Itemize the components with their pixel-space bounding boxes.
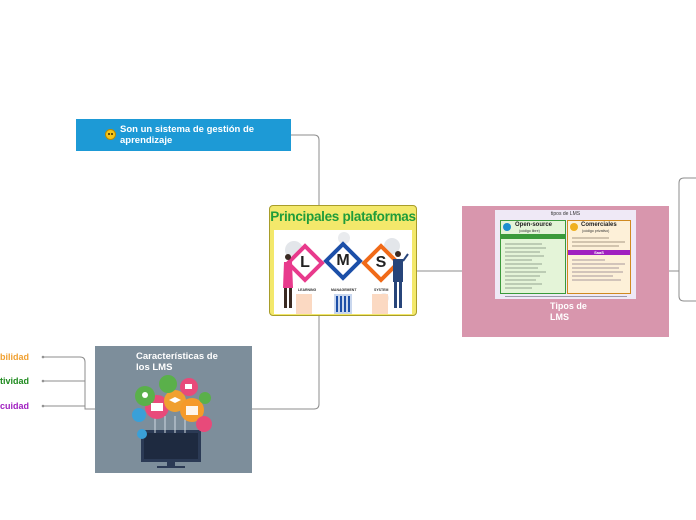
- icon-bubble-blue-2: [137, 429, 147, 439]
- commercial-subtitle: (código privativo): [582, 229, 610, 233]
- lms-types-infographic: tipos de LMS Open-source (código libre) …: [495, 210, 636, 299]
- open-source-column: Open-source (código libre): [500, 220, 566, 294]
- globe-icon: [503, 223, 511, 231]
- coin-icon: [570, 223, 578, 231]
- letter-m: M: [336, 252, 350, 269]
- open-source-subtitle: (código libre): [519, 229, 540, 233]
- central-topic-node[interactable]: Principales plataformas L M S LEARNING M…: [269, 205, 417, 316]
- definition-label: Son un sistema de gestión de aprendizaje: [120, 124, 255, 146]
- connector-to-adaptability: [43, 356, 95, 410]
- letter-l: L: [300, 254, 310, 271]
- open-source-title: Open-source: [515, 222, 553, 228]
- central-topic-title: Principales plataformas: [270, 209, 416, 224]
- lms-illustration: L M S LEARNING MANAGEMENT SYSTEM: [274, 230, 412, 314]
- letter-s: S: [375, 254, 387, 271]
- connector-center-to-definition: [291, 134, 320, 205]
- infographic-title: tipos de LMS: [550, 211, 581, 217]
- commercial-text-lines: [572, 237, 625, 247]
- interactivity-label[interactable]: tividad: [0, 376, 30, 386]
- continuity-label[interactable]: cuidad: [0, 401, 30, 411]
- characteristics-node[interactable]: Características de los LMS: [95, 346, 252, 473]
- subword-learning: LEARNING: [298, 288, 317, 292]
- elearning-illustration: [132, 375, 212, 468]
- lms-types-label: Tipos de LMS: [550, 301, 587, 322]
- characteristics-label: Características de los LMS: [136, 351, 218, 373]
- open-source-text-lines: [505, 243, 546, 289]
- definition-node[interactable]: Son un sistema de gestión de aprendizaje: [76, 119, 291, 151]
- adaptability-label[interactable]: bilidad: [0, 352, 29, 362]
- icon-bubble-green-3: [199, 392, 211, 404]
- lms-types-node[interactable]: tipos de LMS Open-source (código libre) …: [462, 206, 669, 337]
- commercial-column: Comerciales (código privativo) SaaS: [567, 220, 631, 294]
- smiley-icon: [105, 129, 116, 140]
- icon-bubble-blue: [132, 408, 146, 422]
- subword-system: SYSTEM: [374, 288, 389, 292]
- commercial-title: Comerciales: [581, 222, 617, 228]
- lms-building-art: [283, 251, 409, 314]
- subword-management: MANAGEMENT: [331, 288, 357, 292]
- right-branch-bracket: [678, 177, 696, 302]
- saas-label: SaaS: [594, 250, 604, 255]
- connector-center-to-characteristics: [252, 316, 320, 410]
- icon-bubble-pink-3: [196, 416, 212, 432]
- icon-bubble-green-2: [159, 375, 177, 393]
- saas-text-lines: [572, 259, 625, 281]
